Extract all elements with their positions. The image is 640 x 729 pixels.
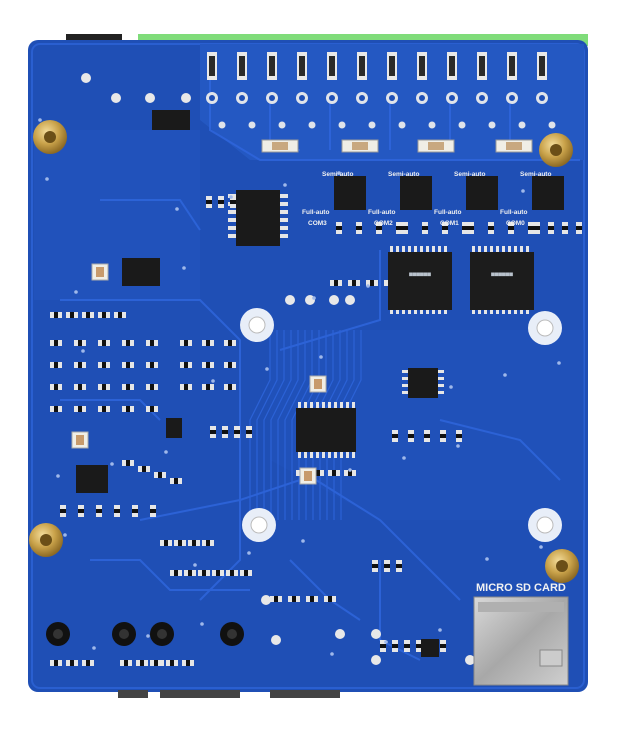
smd-components xyxy=(38,52,582,666)
channel-com-label: COM1 xyxy=(440,220,459,227)
mounting-holes xyxy=(240,308,562,542)
channel-mode-top: Semi-auto xyxy=(388,171,419,178)
ic-chips: ■■■■■■ ■■■■■■ xyxy=(76,110,564,657)
svg-text:■■■■■■: ■■■■■■ xyxy=(491,271,513,278)
tactile-buttons xyxy=(46,622,244,646)
channel-com-label: COM3 xyxy=(308,220,327,227)
channel-mode-bottom: Full-auto xyxy=(500,209,527,216)
bottom-connector-3 xyxy=(270,690,340,698)
channel-mode-bottom: Full-auto xyxy=(434,209,461,216)
channel-mode-top: Semi-auto xyxy=(520,171,551,178)
channel-mode-top: Semi-auto xyxy=(454,171,485,178)
channel-mode-bottom: Full-auto xyxy=(302,209,329,216)
channel-mode-top: Semi-auto xyxy=(322,171,353,178)
brass-standoffs xyxy=(29,120,579,583)
bottom-connector-2 xyxy=(160,690,240,698)
top-connector xyxy=(66,34,122,44)
channel-mode-bottom: Full-auto xyxy=(368,209,395,216)
channel-com-label: COM0 xyxy=(506,220,525,227)
channel-com-label: COM2 xyxy=(374,220,393,227)
svg-text:■■■■■■: ■■■■■■ xyxy=(409,271,431,278)
micro-sd-label: MICRO SD CARD xyxy=(476,582,566,594)
bottom-connector-1 xyxy=(118,690,148,698)
